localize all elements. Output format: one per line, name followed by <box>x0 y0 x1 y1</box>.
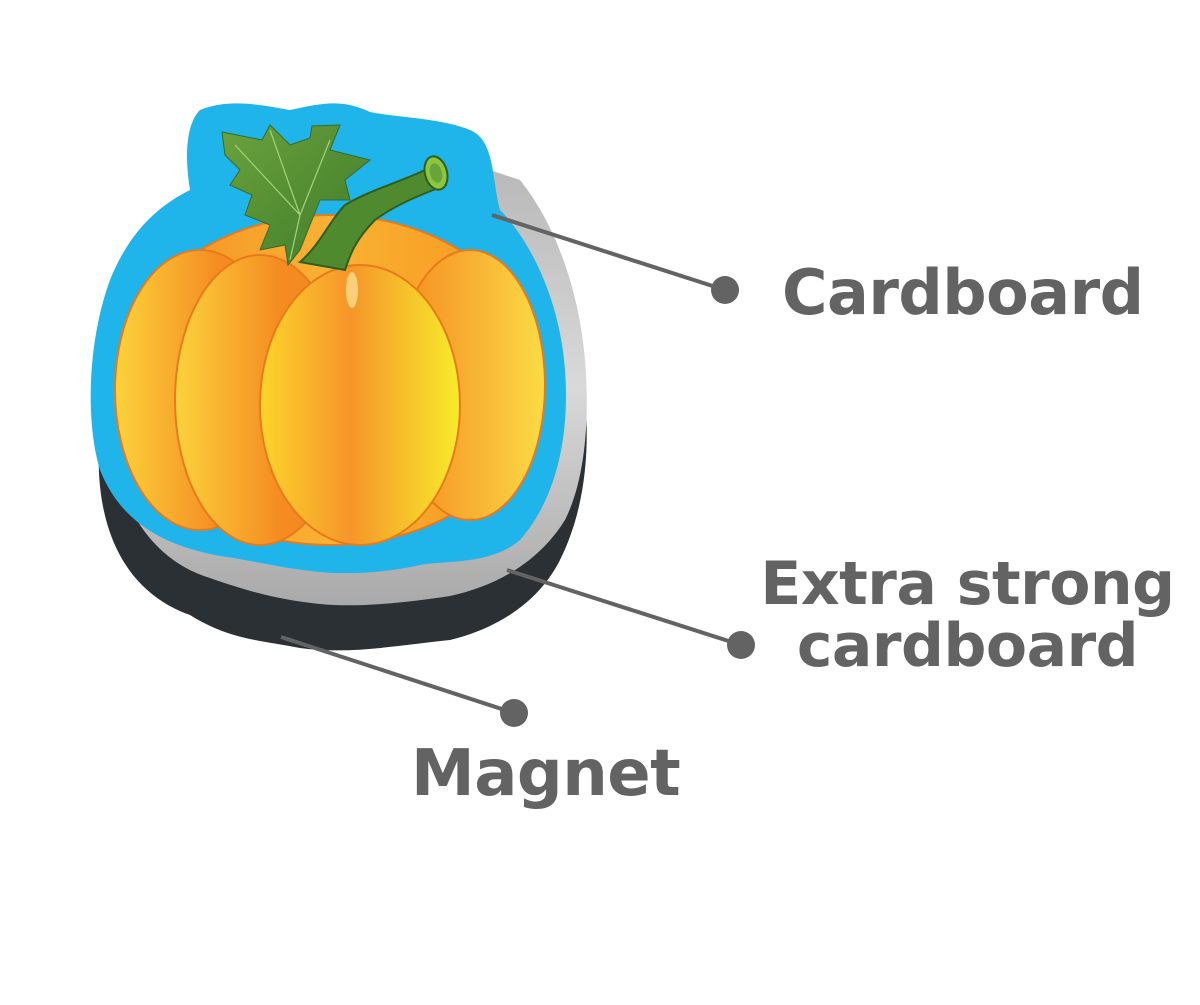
label-extra-strong-line2: cardboard <box>796 611 1139 681</box>
label-extra-strong-cardboard: Extra strong cardboard <box>760 553 1175 677</box>
label-cardboard: Cardboard <box>782 256 1144 329</box>
pumpkin <box>114 214 546 546</box>
label-extra-strong-line1: Extra strong <box>760 549 1175 619</box>
callout-cardboard-leader <box>491 213 739 304</box>
callout-magnet-leader <box>280 635 528 727</box>
callout-extra-strong-leader <box>506 568 755 659</box>
label-magnet: Magnet <box>411 737 681 811</box>
stem <box>297 155 449 272</box>
leaf <box>221 124 372 267</box>
